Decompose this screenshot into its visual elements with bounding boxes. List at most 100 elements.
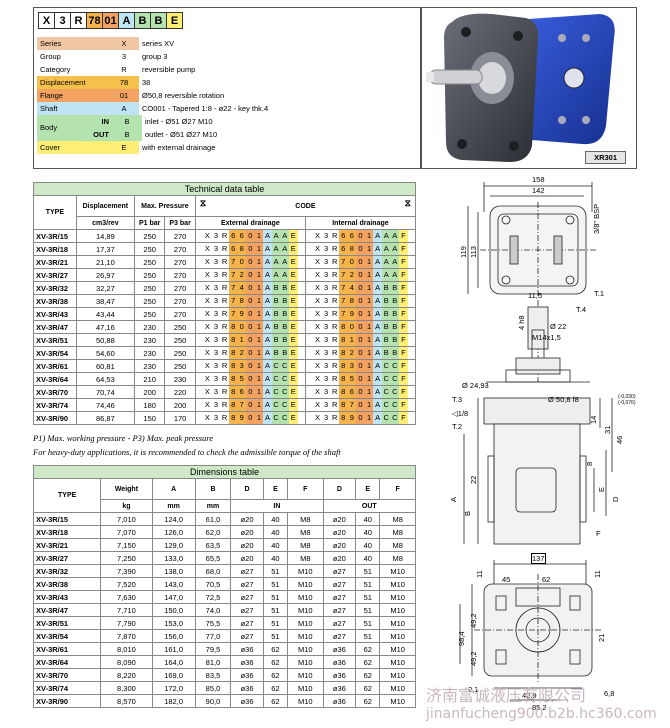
code-char: 3 [211, 256, 221, 268]
config-value: 01 [109, 89, 139, 102]
dims-od: ø27 [322, 629, 357, 643]
code-char: 3 [321, 269, 331, 281]
tech-h-code-text: CODE [295, 202, 316, 210]
code-char: X [313, 412, 322, 424]
tech-h-p1: P1 bar [133, 216, 166, 230]
code-char: B [280, 282, 290, 294]
code-char: A [263, 308, 272, 320]
dim-2-1: 2,1 [468, 685, 478, 694]
config-value: A [109, 102, 139, 115]
dim-46: 46 [615, 436, 624, 444]
code-char: 7 [338, 256, 348, 268]
code-char: 0 [246, 360, 255, 372]
tech-h-ext: External drainage [194, 216, 306, 230]
code-char: C [381, 399, 391, 411]
code-char: F [399, 295, 408, 307]
dims-d: ø36 [230, 668, 264, 682]
code-char: E [289, 321, 298, 333]
dims-type: XV-3R/47 [32, 603, 102, 617]
tech-p1: 250 [133, 307, 166, 321]
tech-p1: 250 [133, 268, 166, 282]
config-body-out-value: B [124, 130, 130, 139]
dims-a: 126,0 [151, 525, 196, 539]
code-char: X [313, 308, 322, 320]
code-char: A [373, 347, 382, 359]
code-char: X [203, 373, 212, 385]
code-char: X [203, 230, 212, 242]
dim-tol-dn: (-0,076) [618, 400, 636, 406]
dims-f: M10 [287, 668, 324, 682]
code-char: B [280, 334, 290, 346]
dims-b: 72,5 [194, 590, 232, 604]
config-label: Displacement [37, 76, 109, 89]
code-char: 0 [356, 308, 365, 320]
tech-disp: 14,89 [75, 229, 135, 243]
dims-d: ø36 [230, 655, 264, 669]
tech-p3: 220 [164, 385, 196, 399]
code-char: R [220, 347, 229, 359]
code-char: F [399, 386, 408, 398]
code-char: A [381, 230, 391, 242]
code-char: B [381, 321, 391, 333]
code-char: 0 [246, 243, 255, 255]
code-char: 0 [246, 334, 255, 346]
code-char: B [390, 282, 400, 294]
code-char: 0 [356, 412, 365, 424]
code-char: 1 [254, 360, 264, 372]
code-char: A [263, 412, 272, 424]
dims-h-b: B [194, 478, 232, 500]
dims-f: M8 [287, 525, 324, 539]
code-char: E [289, 282, 298, 294]
code-char: 0 [356, 334, 365, 346]
code-char: 6 [228, 230, 238, 242]
code-char: 3 [321, 282, 331, 294]
code-char: 4 [347, 282, 357, 294]
dim-bsp: 3/8" BSP [592, 204, 601, 234]
product-photo-frame: XR301 [421, 7, 637, 169]
code-char: C [390, 412, 400, 424]
code-char: 7 [228, 295, 238, 307]
code-char: 0 [246, 308, 255, 320]
code-char: 3 [211, 360, 221, 372]
dims-a: 124,0 [151, 512, 196, 526]
code-char: A [373, 412, 382, 424]
tech-type: XV-3R/43 [33, 307, 77, 321]
code-char: 6 [347, 386, 357, 398]
tech-p1: 210 [133, 372, 166, 386]
config-cover-label: Cover [37, 141, 109, 154]
photo-label: XR301 [585, 151, 626, 164]
dims-type: XV-3R/43 [32, 590, 102, 604]
watermark-company: 济南富诚液压有限公司 [426, 686, 587, 705]
code-char: R [220, 243, 229, 255]
dims-type: XV-3R/54 [32, 629, 102, 643]
dims-b: 62,0 [194, 525, 232, 539]
dims-oe: 62 [355, 655, 381, 669]
tech-p3: 170 [164, 411, 196, 425]
code-char: X [203, 347, 212, 359]
code-char: 7 [338, 295, 348, 307]
dim-119: 119 [459, 246, 468, 258]
code-char: A [373, 269, 382, 281]
code-char: R [220, 321, 229, 333]
tech-p1: 150 [133, 411, 166, 425]
code-char: 3 [347, 360, 357, 372]
dim-d: D [611, 496, 620, 502]
code-char: A [263, 360, 272, 372]
dim-6-8: 6,8 [604, 689, 614, 698]
int-drain-symbol-icon: ⧖ [404, 198, 411, 208]
config-desc: 38 [142, 78, 151, 87]
code-char: 3 [321, 412, 331, 424]
code-char: A [373, 399, 382, 411]
dim-11b: 11 [593, 570, 602, 578]
dim-142: 142 [532, 186, 545, 195]
code-char: X [313, 256, 322, 268]
